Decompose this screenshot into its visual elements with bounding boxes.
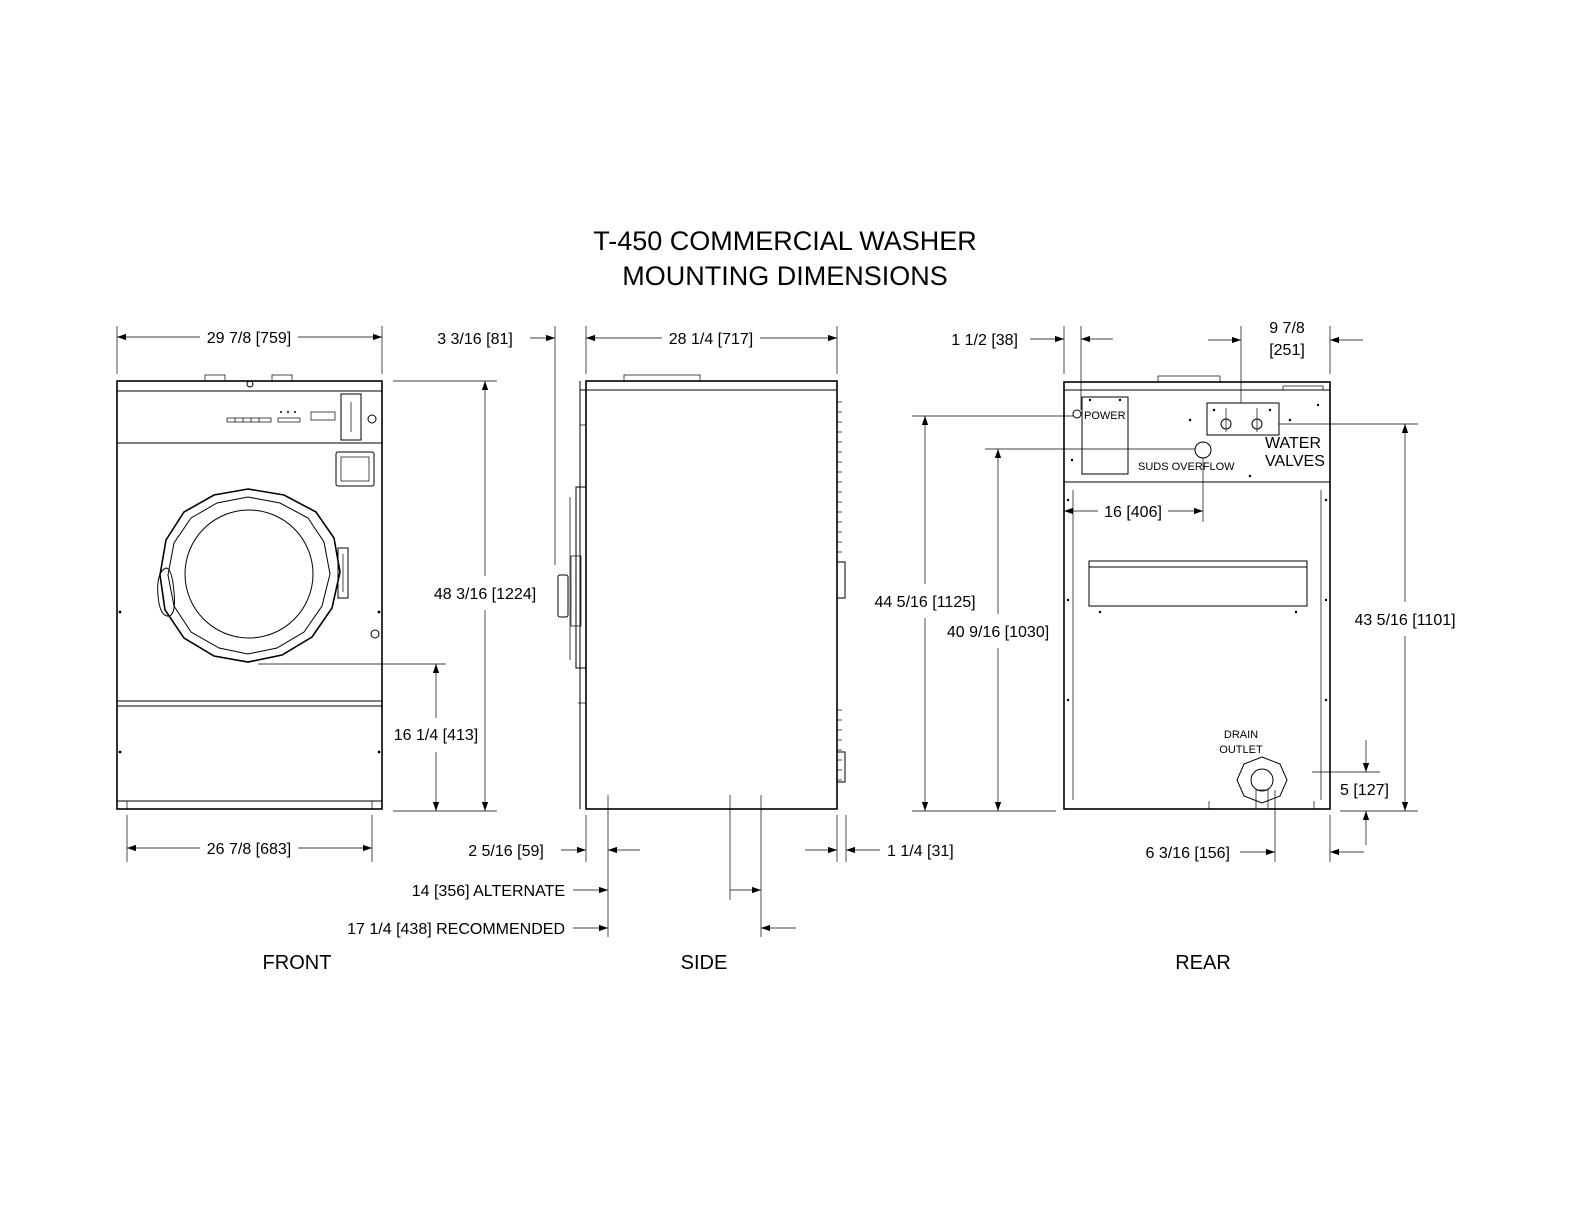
water-valves-label-line2: VALVES [1265,453,1325,470]
rear-service-panel [1063,389,1331,483]
door-glass [184,509,314,639]
drain-outlet [1236,756,1288,804]
side-door-handle [557,574,569,618]
rear-view-label: REAR [1175,952,1231,974]
front-door [157,488,349,663]
side-top-offset-label: 3 3/16 [81] [437,331,513,348]
rear-bracket [1088,560,1308,607]
suds-overflow-label: SUDS OVERFLOW [1138,461,1235,473]
water-valves-block [1206,402,1280,436]
rear-right-offset-label-line2: [251] [1269,342,1305,359]
drain-label-line1: DRAIN [1224,729,1258,741]
suds-overflow-port [1194,441,1212,459]
power-box [1081,396,1129,475]
coin-slot [340,393,362,441]
drawing-title: T-450 COMMERCIAL WASHER [593,226,977,256]
drain-label-line2: OUTLET [1219,744,1263,756]
side-rear-foot-label: 1 1/4 [31] [887,843,954,860]
side-front-foot-label: 2 5/16 [59] [468,843,544,860]
side-dimensions: 3 3/16 [81] 28 1/4 [717] 2 5/16 [59] 1 1… [347,326,954,938]
front-dimensions: 29 7/8 [759] 26 7/8 [683] 48 3/16 [1224]… [116,326,536,862]
water-valves-label-line1: WATER [1265,435,1321,452]
front-control-panel [116,390,383,444]
rear-suds-offset-label: 16 [406] [1104,504,1162,521]
side-door-profile [575,486,586,669]
front-view-label: FRONT [263,952,332,974]
side-recommended-label: 17 1/4 [438] RECOMMENDED [347,921,565,938]
rear-view: POWER WATER VALVES SUDS OVERFLOW [1063,375,1331,810]
front-width-top-label: 29 7/8 [759] [207,330,292,347]
rear-suds-height-label: 40 9/16 [1030] [947,624,1049,641]
side-view-label: SIDE [681,952,728,974]
rear-power-height-label: 44 5/16 [1125] [874,594,975,611]
front-height-label: 48 3/16 [1224] [434,586,536,603]
side-alternate-label: 14 [356] ALTERNATE [412,883,565,900]
drawing-subtitle: MOUNTING DIMENSIONS [622,261,948,291]
rear-water-height-label: 43 5/16 [1101] [1354,612,1455,629]
rear-drain-offset-label: 6 3/16 [156] [1145,845,1230,862]
power-label: POWER [1084,410,1126,422]
rear-drain-height-label: 5 [127] [1340,782,1389,799]
side-cabinet-outline [585,380,838,810]
rear-right-offset-label-line1: 9 7/8 [1269,320,1305,337]
front-view [116,374,383,810]
side-depth-label: 28 1/4 [717] [669,331,754,348]
side-rear-vents [837,401,842,781]
soap-dispenser [335,451,375,487]
rear-left-offset-label: 1 1/2 [38] [951,332,1018,349]
rear-dimensions: 1 1/2 [38] 9 7/8 [251] 44 5/16 [1125] 40… [874,320,1456,862]
side-view [557,374,846,810]
front-cabinet-outline [116,380,383,810]
front-door-height-label: 16 1/4 [413] [394,727,479,744]
front-width-bottom-label: 26 7/8 [683] [207,841,292,858]
door-hinge [337,547,349,599]
